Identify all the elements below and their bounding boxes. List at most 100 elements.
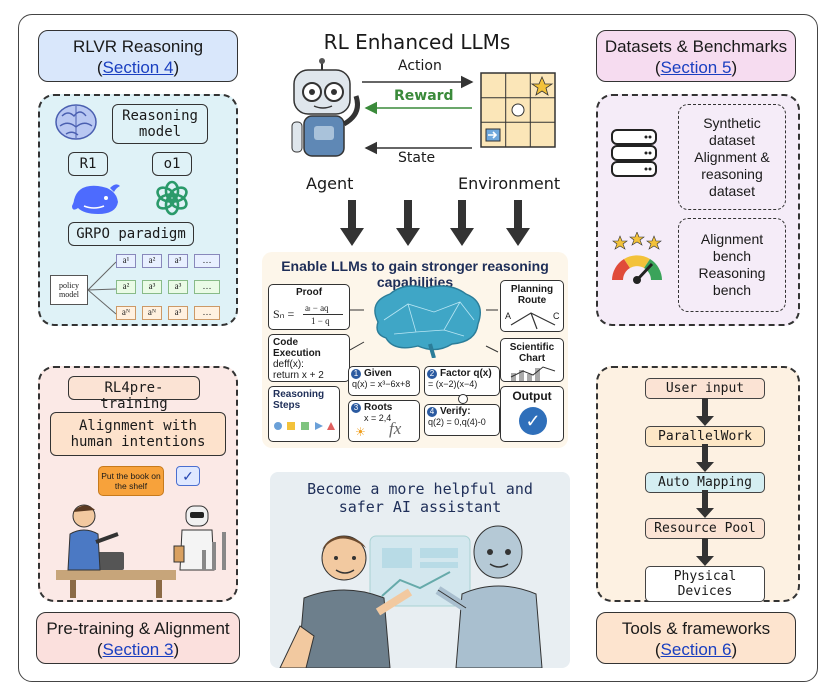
speech-text: Put the book on the shelf xyxy=(101,471,161,491)
star-icon xyxy=(612,235,628,250)
formula-bar xyxy=(303,314,343,315)
step-verify-body: q(2) = 0,q(4)-0 xyxy=(428,417,486,427)
token: … xyxy=(194,280,220,294)
datasets-header: Datasets & Benchmarks (Section 5) xyxy=(596,30,796,82)
planning-route-label: Planning Route xyxy=(510,284,554,306)
state-label: State xyxy=(398,150,436,166)
datasets-box: Synthetic dataset Alignment & reasoning … xyxy=(678,104,786,210)
benchmarks-box: Alignment bench Reasoning bench xyxy=(678,218,786,312)
planning-route-box: Planning Route A C xyxy=(500,280,564,332)
token: a² xyxy=(116,280,136,294)
proof-box: Proof Sₙ = aₗ − aq 1 − q xyxy=(268,284,350,330)
route-point-c: C xyxy=(553,311,560,321)
token: a³ xyxy=(168,306,188,320)
mini-chart-icon xyxy=(510,366,556,381)
token: a¹ xyxy=(116,254,136,268)
human-robot-assistant-illustration xyxy=(279,525,543,668)
section-4-link[interactable]: Section 4 xyxy=(102,58,174,77)
code-execution-box: Code Execution deff(x): return x + 2 xyxy=(268,334,350,382)
route-path-icon xyxy=(510,312,556,330)
down-arrow xyxy=(506,200,530,246)
o1-label: o1 xyxy=(152,152,192,176)
neural-brain-icon xyxy=(374,285,481,358)
arrow-right-icon xyxy=(488,131,498,139)
rlvr-header: RLVR Reasoning (Section 4) xyxy=(38,30,238,82)
token: a³ xyxy=(168,280,188,294)
r1-label: R1 xyxy=(68,152,108,176)
section-6-link[interactable]: Section 6 xyxy=(660,640,732,659)
token: a² xyxy=(142,254,162,268)
step-3-badge: 3 xyxy=(351,403,361,413)
star-icon xyxy=(530,75,554,96)
token: … xyxy=(194,306,220,320)
policy-branches xyxy=(88,261,117,315)
robot-agent-icon xyxy=(291,58,360,157)
code-line-2: return x + 2 xyxy=(273,370,324,381)
database-icon xyxy=(611,129,657,177)
tools-header: Tools & frameworks (Section 6) xyxy=(596,612,796,664)
step-1-badge: 1 xyxy=(351,369,361,379)
star-icon xyxy=(646,235,662,250)
step-roots-title: Roots xyxy=(364,402,393,413)
section-3-link[interactable]: Section 3 xyxy=(102,640,174,659)
down-arrow xyxy=(340,200,364,246)
proof-formula: Sₙ = aₗ − aq 1 − q xyxy=(273,303,349,327)
code-line-1: deff(x): xyxy=(273,359,304,370)
skull-icon xyxy=(511,103,525,117)
formula-lhs: Sₙ = xyxy=(273,307,295,321)
rl4pretraining-box: RL4pre-training xyxy=(68,376,200,412)
environment-grid xyxy=(480,72,556,148)
section-5-link[interactable]: Section 5 xyxy=(660,58,732,77)
benchmark-gauge-icon xyxy=(612,232,662,284)
action-label: Action xyxy=(398,58,442,74)
token-rows: a¹ a² a³ … a² a³ a³ … aᴺ aᴺ a³ … xyxy=(116,254,228,324)
step-given-body: q(x) = x³−6x+8 xyxy=(352,379,411,389)
scientific-chart-box: Scientific Chart xyxy=(500,338,564,382)
token: aᴺ xyxy=(142,306,162,320)
rl-loop-arrows xyxy=(362,75,474,155)
human-robot-illustration xyxy=(56,504,226,598)
reasoning-steps-label: Reasoning Steps xyxy=(273,389,325,411)
step-roots-body: x = 2,4 xyxy=(364,413,392,423)
star-icon xyxy=(629,232,645,246)
formula-denominator: 1 − q xyxy=(311,316,330,326)
fx-label: fx xyxy=(389,419,402,438)
tools-title: Tools & frameworks xyxy=(621,619,771,638)
grpo-paradigm-box: GRPO paradigm xyxy=(68,222,194,246)
deepseek-whale-icon xyxy=(72,184,120,214)
alignment-box: Alignment with human intentions xyxy=(50,412,226,456)
lightbulb-icon: ☀ xyxy=(355,425,366,439)
environment-label: Environment xyxy=(458,174,561,193)
pretraining-title: Pre-training & Alignment xyxy=(46,619,230,638)
rlvr-title: RLVR Reasoning xyxy=(72,37,204,56)
reasoning-model-box: Reasoning model xyxy=(112,104,208,144)
speech-bubble: Put the book on the shelf xyxy=(98,466,164,496)
tool-step-physical-devices: Physical Devices xyxy=(645,566,765,602)
down-arrow xyxy=(396,200,420,246)
step-connector xyxy=(458,394,468,404)
tool-flow-arrows xyxy=(696,398,714,566)
tool-step-parallelwork: ParallelWork xyxy=(645,426,765,447)
step-factor-title: Factor q(x) xyxy=(440,368,492,379)
token: aᴺ xyxy=(116,306,136,320)
pretraining-header: Pre-training & Alignment (Section 3) xyxy=(36,612,240,664)
step-2-badge: 2 xyxy=(427,369,437,379)
check-circle-icon: ✓ xyxy=(519,407,547,435)
brain-icon xyxy=(55,104,97,140)
tool-step-user-input: User input xyxy=(645,378,765,399)
assistant-title: Become a more helpful and safer AI assis… xyxy=(307,480,533,516)
reasoning-flow-arrows xyxy=(350,309,499,353)
assistant-panel: Become a more helpful and safer AI assis… xyxy=(270,472,570,668)
token: … xyxy=(194,254,220,268)
token: a³ xyxy=(168,254,188,268)
scientific-chart-label: Scientific Chart xyxy=(509,342,555,364)
code-execution-label: Code Execution xyxy=(273,337,321,359)
output-label: Output xyxy=(512,389,552,403)
output-box: Output ✓ xyxy=(500,386,564,442)
proof-label: Proof xyxy=(295,287,323,298)
reasoning-steps-box: Reasoning Steps xyxy=(268,386,340,442)
